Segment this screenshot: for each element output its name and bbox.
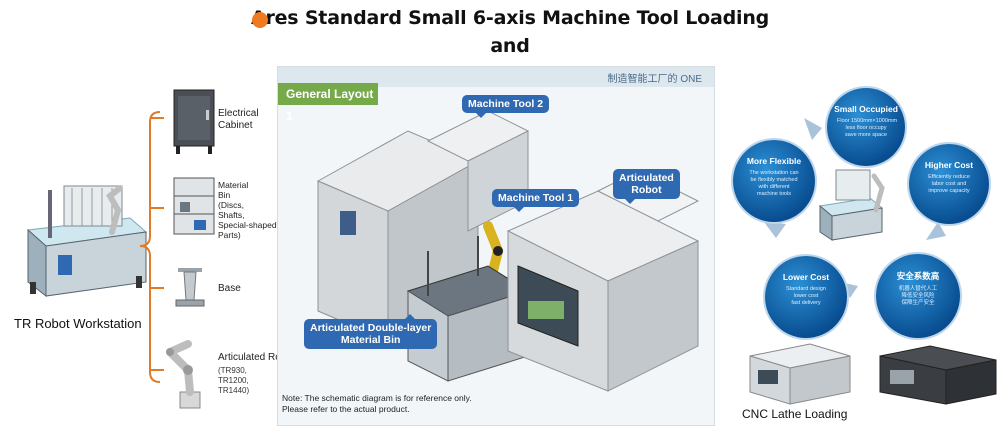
title-line-1: Ares Standard Small 6-axis Machine Tool … <box>250 7 770 57</box>
arrow-icon <box>804 118 822 140</box>
machine-tool-1-shape <box>506 170 700 392</box>
bullet-dot-icon <box>252 12 268 28</box>
benefit-title: More Flexible <box>746 156 802 166</box>
base-icon <box>175 268 205 307</box>
arrow-icon <box>926 222 946 240</box>
benefit-title: Higher Cost <box>924 160 974 170</box>
component-models: (TR930, TR1200, TR1440) <box>218 366 250 395</box>
benefit-title: Small Occupied <box>834 104 898 114</box>
workstation-illustration <box>26 185 148 298</box>
center-workstation-icon <box>818 169 885 241</box>
callout-machine-tool-1: Machine Tool 1 <box>492 189 580 212</box>
benefit-circle-higher-cost: Higher Cost Efficiently reduce labor cos… <box>909 144 989 224</box>
benefit-title: 安全系数高 <box>896 271 940 281</box>
layout-illustration <box>316 110 700 392</box>
arrow-icon <box>764 222 786 238</box>
benefit-circle-safety: 安全系数高 机器人替代人工 降低安全风险 保障生产安全 <box>876 254 960 338</box>
benefit-circle-small-occupied: Small Occupied Floor 1500mm×1000mm less … <box>827 88 905 166</box>
brand-tagline: 制造智能工厂的 ONE <box>607 74 702 85</box>
cnc-lathe-illustration <box>749 343 997 405</box>
component-label-material-bin: Material Bin (Discs, Shafts, Special-sha… <box>218 180 277 240</box>
benefit-body: Floor 1500mm×1000mm less floor occupy sa… <box>837 118 898 138</box>
callout-material-bin: Articulated Double-layer Material Bin <box>304 314 438 349</box>
benefit-body: Standard design lower cost fast delivery <box>785 286 827 306</box>
layout-tag: General Layout 1 <box>278 83 378 123</box>
callout-machine-tool-2: Machine Tool 2 <box>462 95 550 118</box>
electrical-cabinet-icon <box>173 89 215 154</box>
benefit-title: Lower Cost <box>782 272 830 282</box>
left-illustrations <box>26 89 215 409</box>
benefit-circle-more-flexible: More Flexible The workstation can be fle… <box>733 140 815 222</box>
benefits-cycle <box>749 118 997 405</box>
component-label-base: Base <box>218 283 241 294</box>
workstation-label: TR Robot Workstation <box>14 316 142 331</box>
cnc-lathe-label: CNC Lathe Loading <box>742 407 848 421</box>
material-bin-icon <box>173 177 215 235</box>
benefit-body: Efficiently reduce labor cost and improv… <box>928 174 970 194</box>
component-label-electrical-cabinet: Electrical Cabinet <box>218 108 259 131</box>
articulated-robot-icon <box>166 340 201 409</box>
callout-articulated-robot: Articulated Robot <box>613 169 680 204</box>
benefit-circle-lower-cost: Lower Cost Standard design lower cost fa… <box>765 256 847 338</box>
benefit-body: 机器人替代人工 降低安全风险 保障生产安全 <box>898 286 938 306</box>
reference-note: Note: The schematic diagram is for refer… <box>282 393 472 414</box>
general-layout-panel: 制造智能工厂的 ONE General Layout 1 <box>277 66 715 426</box>
panel-header: 制造智能工厂的 ONE <box>278 67 714 87</box>
benefit-body: The workstation can be flexibly matched … <box>749 170 799 197</box>
